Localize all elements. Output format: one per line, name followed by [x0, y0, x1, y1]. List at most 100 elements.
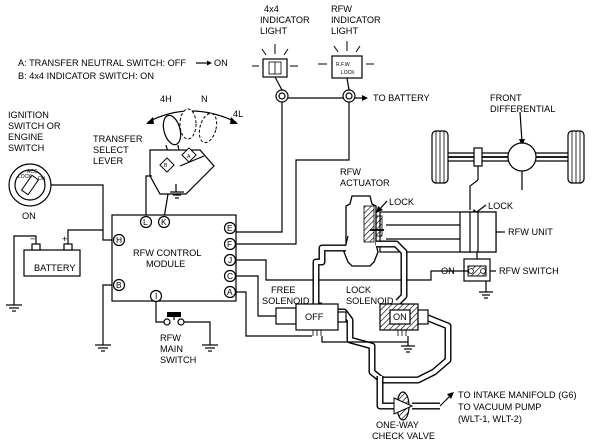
- module-pin-h: H: [112, 233, 126, 247]
- ignition-state-on: ON: [22, 211, 36, 221]
- rfw-main-switch-label: RFW MAIN SWITCH: [160, 333, 196, 365]
- svg-text:J: J: [228, 255, 232, 265]
- lock-solenoid-state-on: ON: [393, 312, 407, 322]
- free-solenoid-icon: [275, 303, 347, 336]
- rfw-unit-label: RFW UNIT: [508, 227, 553, 237]
- actuator-lock-label: LOCK: [389, 197, 415, 207]
- svg-text:TRANSFER: TRANSFER: [93, 134, 143, 144]
- module-pin-l: L: [139, 215, 153, 229]
- lever-position-n: N: [201, 94, 208, 104]
- svg-text:CHECK VALVE: CHECK VALVE: [372, 431, 435, 441]
- svg-text:SOLENOID: SOLENOID: [346, 296, 394, 306]
- svg-text:4x4: 4x4: [264, 4, 279, 14]
- rfw-switch-icon: [463, 252, 491, 282]
- module-pin-e: E: [223, 221, 237, 235]
- module-pin-a: A: [223, 285, 237, 299]
- indicator-rfw-label: RFW INDICATOR LIGHT: [331, 4, 381, 36]
- one-way-check-valve-icon: [393, 391, 414, 421]
- svg-text:RFW: RFW: [331, 4, 352, 14]
- svg-text:INDICATOR: INDICATOR: [260, 15, 310, 25]
- lever-position-4h: 4H: [160, 94, 172, 104]
- svg-text:ON: ON: [38, 176, 46, 182]
- ground-main-switch-icon: [202, 344, 218, 352]
- to-intake-arrow-icon: [439, 392, 454, 407]
- svg-text:MAIN: MAIN: [160, 344, 183, 354]
- ignition-label: IGNITION SWITCH OR ENGINE SWITCH: [8, 110, 61, 153]
- svg-text:FREE: FREE: [271, 285, 296, 295]
- transfer-lever-icon: [146, 108, 238, 195]
- module-pin-j: J: [223, 253, 237, 267]
- rfw-main-switch-icon: [163, 312, 185, 326]
- svg-text:INDICATOR: INDICATOR: [331, 15, 381, 25]
- rfw-unit-lock-label: LOCK: [488, 201, 514, 211]
- svg-text:SELECT: SELECT: [93, 145, 129, 155]
- battery-negative: −: [30, 234, 35, 244]
- indicator-4x4-label: 4x4 INDICATOR LIGHT: [260, 4, 310, 36]
- svg-text:LIGHT: LIGHT: [331, 26, 358, 36]
- svg-text:E: E: [227, 223, 233, 233]
- svg-text:RFW: RFW: [340, 167, 361, 177]
- battery-icon: [23, 243, 81, 277]
- lock-solenoid-label: LOCK SOLENOID: [346, 285, 394, 306]
- svg-text:I: I: [155, 291, 157, 301]
- module-pin-c: C: [223, 269, 237, 283]
- note-a-transfer-neutral-switch: A: TRANSFER NEUTRAL SWITCH: OFF: [18, 58, 186, 68]
- svg-text:LOCK: LOCK: [341, 70, 355, 76]
- lever-marker-b: B: [164, 163, 168, 169]
- svg-text:R.F.W.: R.F.W.: [336, 62, 351, 68]
- svg-text:LOCK: LOCK: [18, 174, 32, 180]
- module-pin-i: I: [149, 289, 163, 303]
- svg-text:RFW: RFW: [160, 333, 181, 343]
- rfw-actuator-icon: [343, 195, 384, 267]
- module-pin-b: B: [112, 278, 126, 292]
- control-module-label-line1: RFW CONTROL: [133, 248, 201, 258]
- ground-rfw-switch-icon: [479, 281, 493, 299]
- rfw-switch-label: RFW SWITCH: [499, 266, 559, 276]
- ground-battery-icon: [6, 304, 22, 312]
- svg-text:H: H: [116, 235, 122, 245]
- svg-text:ENGINE: ENGINE: [8, 132, 43, 142]
- module-pin-k: K: [157, 215, 171, 229]
- control-module-label-line2: MODULE: [146, 259, 185, 269]
- svg-text:TO INTAKE MANIFOLD (G6): TO INTAKE MANIFOLD (G6): [458, 390, 577, 400]
- front-axle-icon: [431, 130, 585, 210]
- battery-positive: +: [62, 234, 67, 244]
- lock-solenoid-icon: [379, 303, 429, 336]
- to-battery-label: TO BATTERY: [373, 93, 430, 103]
- vacuum-destination-label: TO INTAKE MANIFOLD (G6) TO VACUUM PUMP (…: [458, 390, 577, 424]
- svg-text:SWITCH: SWITCH: [160, 355, 196, 365]
- lever-marker-a: A: [187, 154, 191, 160]
- svg-text:F: F: [227, 239, 232, 249]
- ground-lock-solenoid-icon: [401, 342, 415, 353]
- svg-text:DIFFERENTIAL: DIFFERENTIAL: [490, 104, 555, 114]
- svg-text:LOCK: LOCK: [346, 285, 372, 295]
- note-b-4x4-indicator-switch: B: 4x4 INDICATOR SWITCH: ON: [18, 71, 154, 81]
- svg-text:IGNITION: IGNITION: [8, 110, 49, 120]
- battery-label: BATTERY: [34, 263, 76, 273]
- note-a-on: ON: [214, 58, 228, 68]
- module-pin-f: F: [223, 237, 237, 251]
- ground-module-icon: [95, 344, 111, 352]
- free-solenoid-label: FREE SOLENOID: [262, 285, 310, 306]
- indicator-rfw-lamp-icon: R.F.W. LOCK: [318, 41, 374, 103]
- svg-text:A: A: [227, 287, 233, 297]
- rfw-actuator-label: RFW ACTUATOR: [340, 167, 390, 188]
- svg-text:ACC: ACC: [27, 169, 38, 175]
- svg-text:LIGHT: LIGHT: [260, 26, 287, 36]
- svg-text:SWITCH OR: SWITCH OR: [8, 121, 61, 131]
- svg-text:LEVER: LEVER: [93, 156, 123, 166]
- svg-text:ONE-WAY: ONE-WAY: [376, 420, 419, 430]
- indicator-4x4-lamp-icon: [252, 44, 298, 103]
- front-differential-label: FRONT DIFFERENTIAL: [490, 93, 555, 114]
- svg-text:(WLT-1, WLT-2): (WLT-1, WLT-2): [458, 414, 522, 424]
- svg-text:SWITCH: SWITCH: [8, 143, 44, 153]
- svg-text:TO VACUUM PUMP: TO VACUUM PUMP: [458, 402, 541, 412]
- svg-text:B: B: [116, 280, 122, 290]
- ground-lever-icon: [170, 191, 184, 199]
- svg-text:FRONT: FRONT: [490, 93, 522, 103]
- svg-text:ACTUATOR: ACTUATOR: [340, 178, 390, 188]
- svg-text:K: K: [161, 217, 167, 227]
- lever-position-4l: 4L: [233, 109, 243, 119]
- free-solenoid-state-off: OFF: [305, 312, 324, 322]
